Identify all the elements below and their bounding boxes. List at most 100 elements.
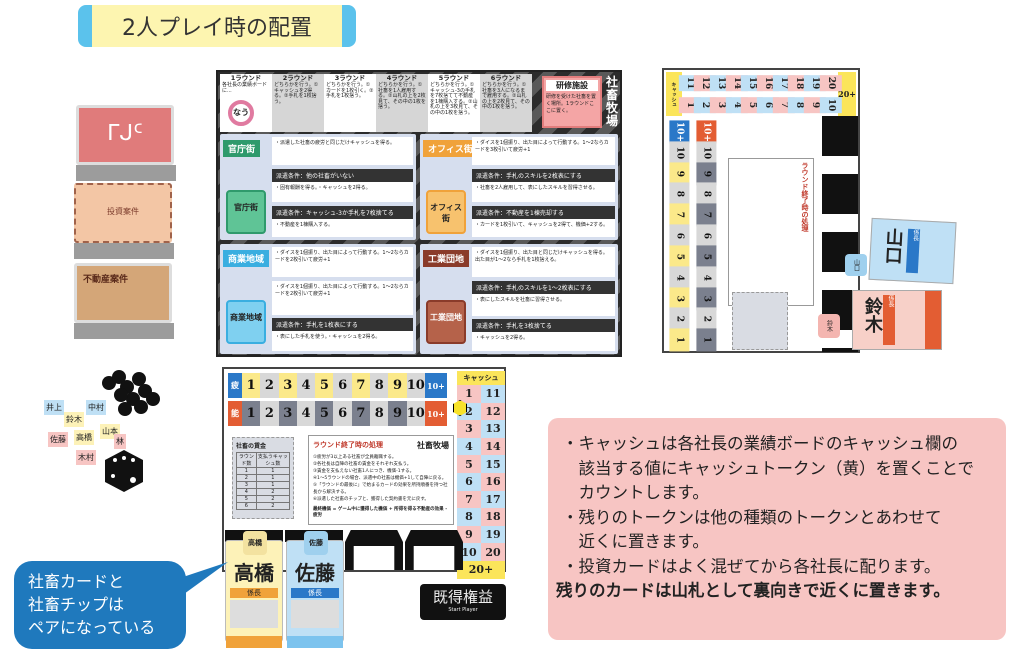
track-cell: 10+ — [696, 120, 717, 144]
track-cell: 10 — [406, 373, 425, 398]
wage-cell: 1 — [255, 481, 291, 489]
training-facility: 研修施設 研修を受けた社畜を置く場所。1ラウンドここに置く。 — [542, 76, 602, 128]
track-cell: 10+ — [424, 373, 447, 398]
cash-cell: 1 — [457, 385, 481, 403]
cash-token[interactable] — [453, 400, 467, 416]
deck-ruin: ᒥᒍᑦ — [76, 105, 176, 181]
worker-name: 佐藤 — [295, 561, 335, 585]
deck-investment: 投資案件 — [74, 183, 174, 259]
worker-chip[interactable]: 佐藤 — [304, 531, 328, 555]
worker-card-suzuki[interactable]: 鈴木 係長 — [852, 290, 942, 350]
track-cell: 7 — [351, 373, 371, 398]
cash-cell-max: 20+ — [457, 560, 505, 579]
wage-cell: 1 — [255, 474, 291, 482]
track-cell: 5 — [669, 245, 690, 269]
track-cell: 10 — [669, 141, 690, 165]
track-label: 疲 — [228, 373, 242, 398]
token: 木村 — [76, 450, 96, 465]
round-end-step: ⑥派遣した社畜のチップと、獲得した契約書を元に戻す。 — [313, 497, 429, 502]
cash-header: キャッシュ — [666, 72, 682, 116]
worker-role: 係長 — [291, 588, 339, 598]
track-cell: 10+ — [669, 120, 690, 144]
track-cell: 5 — [315, 401, 334, 426]
track-cell: 7 — [696, 203, 717, 227]
cash-cell: 13 — [481, 420, 505, 438]
cash-cell: 5 — [457, 455, 481, 473]
track-cell: 1 — [242, 373, 261, 398]
cash-cell: 18 — [481, 508, 505, 526]
track-cell: 3 — [278, 401, 297, 426]
track-cell: 8 — [669, 182, 690, 206]
district-kanchogai[interactable]: 官庁街 ・派遣した社畜の疲労と同じだけキャッシュを得る。 派遣条件：他の社畜がい… — [220, 134, 416, 240]
round-end-step: ④1〜5ラウンドの場合、派遣中の社畜は機価+1して自陣に戻る。 — [313, 476, 447, 481]
deck-card: 投資案件 — [74, 183, 172, 243]
track-cell: 6 — [333, 401, 352, 426]
track-cell: 9 — [388, 373, 407, 398]
cash-cell: 3 — [457, 420, 481, 438]
contract-card: 工業団地 — [426, 300, 466, 344]
wage-cell: 2 — [236, 474, 257, 482]
start-player-card[interactable]: 既得権益 Start Player — [420, 584, 506, 620]
cash-cell: 15 — [481, 455, 505, 473]
round-6: 6ラウンドどちらかを行う。①社畜を3人になるまで雇用する。②山札の上を2枚見て、… — [480, 74, 532, 132]
worker-chip[interactable]: 山口 — [845, 254, 867, 276]
track-cell: 2 — [260, 373, 279, 398]
dice-icon — [105, 450, 143, 492]
worker-card-yamaguchi[interactable]: 山口 係長 — [868, 217, 957, 285]
round-3: 3ラウンドどちらかを行う。①カードを1枚引く。②手札を1枚捨う。 — [324, 74, 376, 132]
track-cell: 7 — [669, 203, 690, 227]
cash-cell: 9 — [457, 525, 481, 544]
worker-card-takahashi[interactable]: 高橋 高橋 係長 — [225, 531, 283, 648]
round-4: 4ラウンドどちらかを行う。①社畜を1人雇用する。②山札の上を2枚見て、その中の1… — [376, 74, 428, 132]
cash-cell: 14 — [481, 437, 505, 456]
track-cell: 6 — [696, 224, 717, 248]
deck-stack — [74, 243, 174, 259]
cash-cell: 7 — [457, 490, 481, 509]
worker-chip[interactable]: 高橋 — [243, 531, 267, 555]
track-cell: 7 — [351, 401, 371, 426]
district-office[interactable]: オフィス街 ・ダイスを1個振り、出た目によって行動する。1〜2ならカードを3枚引… — [420, 134, 618, 240]
note-line: ・投資カードはよく混ぜてから各社長に配ります。 — [562, 556, 941, 576]
track-cell: 2 — [696, 307, 717, 331]
wage-cell: 1 — [236, 467, 257, 475]
note-line: カウントします。 — [562, 483, 709, 502]
worker-card-sato[interactable]: 佐藤 佐藤 係長 — [286, 531, 344, 648]
note-line: ・キャッシュは各社長の業績ボードのキャッシュ欄の — [562, 434, 958, 453]
round-end-panel: ラウンド終了時の処理 — [728, 158, 814, 306]
token: 高橋 — [74, 430, 94, 445]
token: 井上 — [44, 400, 64, 415]
round-end-step: ①疲労が3以上ある社畜が全員離職する。 — [313, 455, 397, 460]
worker-chip[interactable]: 鈴木 — [818, 314, 840, 338]
track-cell: 10+ — [424, 401, 447, 426]
track-cell: 8 — [696, 182, 717, 206]
contract-card: オフィス街 — [426, 190, 466, 234]
note-line: 該当する値にキャッシュトークン（黄）を置くことで — [562, 458, 975, 478]
cash-cell: 11 — [481, 385, 505, 403]
district-shogyo[interactable]: 商業地域 ・ダイスを1個振り、出た目によって行動する。1〜2ならカードを2枚引い… — [220, 244, 416, 354]
cash-cell: 17 — [481, 490, 505, 509]
wage-table — [732, 292, 788, 350]
name-tokens: 井上 中村 鈴木 佐藤 高橋 山本 林 木村 — [44, 400, 134, 470]
wage-header: ラウンド数 — [236, 452, 257, 468]
district-kogyo[interactable]: 工業団地 ・ダイスを1個振り、出た目と同じだけキャッシュを得る。出た目が1〜2な… — [420, 244, 618, 354]
deck-card: 不動産案件 — [74, 263, 172, 323]
cash-cell: 16 — [481, 472, 505, 491]
deck-card: ᒥᒍᑦ — [76, 105, 174, 165]
round-end-step: ②各社長は自陣の社畜の賃金をそれぞれ支払う。 — [313, 462, 412, 467]
track-cell: 4 — [296, 373, 316, 398]
track-cell: 4 — [669, 266, 690, 290]
worker-name: 高橋 — [234, 561, 274, 585]
token: 鈴木 — [64, 412, 84, 427]
cash-header: キャッシュ — [457, 371, 505, 385]
track-cell: 1 — [696, 328, 717, 352]
black-cubes — [102, 370, 160, 416]
callout-pointer — [180, 562, 228, 594]
cash-cell-max: 20+ — [838, 72, 856, 116]
cash-cell: 4 — [457, 437, 481, 456]
track-cell: 4 — [296, 401, 316, 426]
